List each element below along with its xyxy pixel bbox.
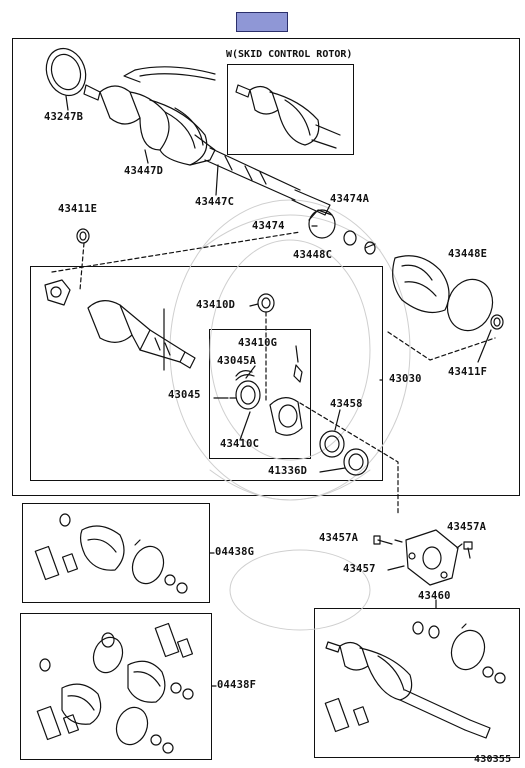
tripod-joint	[44, 279, 71, 306]
label-43410d: 43410D	[196, 299, 236, 311]
label-43030: 43030	[389, 373, 422, 385]
bracket-43410g	[293, 364, 303, 383]
kit-04438f-parts	[36, 622, 194, 754]
ring-43411e	[76, 228, 90, 244]
ring-43411f	[490, 314, 504, 330]
label-43448e: 43448E	[448, 248, 488, 260]
main-assembly-frame	[12, 38, 520, 496]
bolt-43457a-right	[463, 541, 473, 559]
bearing-housing	[269, 397, 303, 436]
shaft-43460-parts	[324, 621, 506, 739]
label-43045a: 43045A	[217, 355, 257, 367]
bearing-bracket-43457	[405, 529, 459, 586]
inset-shaft	[235, 84, 341, 149]
label-43457a-left: 43457A	[319, 532, 359, 544]
label-04438g: 04438G	[215, 546, 255, 558]
drive-shaft-main	[83, 84, 331, 216]
snap-ring-43045a	[235, 370, 255, 381]
label-41336d: 41336D	[268, 465, 308, 477]
figure-number: 430355	[474, 754, 512, 765]
label-43474a: 43474A	[330, 193, 370, 205]
ring-43474a	[343, 230, 357, 246]
label-43457: 43457	[343, 563, 376, 575]
label-43411f: 43411F	[448, 366, 488, 378]
label-43458: 43458	[330, 398, 363, 410]
dust-cover-43474	[308, 209, 336, 239]
label-43247b: 43247B	[44, 111, 84, 123]
skid-control-rotor-inset	[227, 64, 354, 155]
clamp-43448c	[364, 241, 376, 255]
frame-note: W(SKID CONTROL ROTOR)	[226, 49, 353, 60]
bolt-43457a-left	[373, 535, 393, 545]
watermark-emblem	[169, 199, 411, 631]
label-43448c: 43448C	[293, 249, 333, 261]
label-43447d: 43447D	[124, 165, 164, 177]
label-43411e: 43411E	[58, 203, 98, 215]
label-43410c: 43410C	[220, 438, 260, 450]
header-tag	[236, 12, 288, 32]
label-43457a-right: 43457A	[447, 521, 487, 533]
boot-kit-04438f-frame	[20, 613, 212, 760]
boot-ring-43247b	[45, 47, 87, 97]
shaft-43460-frame	[314, 608, 520, 758]
seal-41336d	[343, 448, 369, 476]
label-43460: 43460	[418, 590, 451, 602]
bearing-43410c	[235, 380, 261, 410]
kit-04438g-parts	[34, 513, 188, 594]
label-43447c: 43447C	[195, 196, 235, 208]
inboard-joint-shaft	[87, 300, 196, 369]
label-04438f: 04438F	[217, 679, 257, 691]
label-43474: 43474	[252, 220, 285, 232]
ring-43410d	[257, 293, 275, 313]
label-43410g: 43410G	[238, 337, 278, 349]
seal-43458	[319, 430, 345, 458]
inner-joint-frame	[30, 266, 383, 481]
label-43045: 43045	[168, 389, 201, 401]
bearing-subframe	[209, 329, 311, 459]
boot-43448e	[392, 255, 494, 332]
direction-arrow	[123, 66, 216, 83]
